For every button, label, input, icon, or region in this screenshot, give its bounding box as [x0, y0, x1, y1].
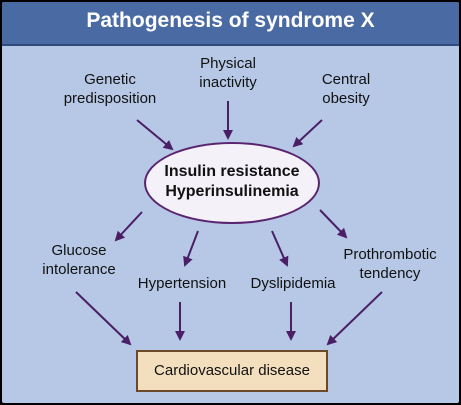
effect-hypertension-line1: Hypertension — [137, 275, 227, 292]
cause-genetic-predisposition: Genetic predisposition — [45, 70, 175, 108]
center-line1: Insulin resistance — [164, 163, 300, 180]
effect-dyslipidemia: Dyslipidemia — [238, 274, 348, 293]
cause-genetic-line1: Genetic — [84, 71, 136, 88]
cause-physical-inactivity: Physical inactivity — [168, 54, 288, 92]
arrow-prothrombotic-to-outcome — [326, 291, 383, 346]
effect-prothrombotic-line2: tendency — [359, 265, 421, 282]
cause-obesity-line2: obesity — [322, 90, 370, 107]
arrow-center-to-prothrombotic — [319, 209, 348, 239]
title-bar: Pathogenesis of syndrome X — [2, 2, 459, 46]
effect-prothrombotic-line1: Prothrombotic — [343, 246, 437, 263]
center-line2: Hyperinsulinemia — [165, 183, 299, 200]
arrow-center-to-dyslipidemia — [271, 230, 289, 267]
cause-central-obesity: Central obesity — [286, 70, 406, 108]
arrow-center-to-glucose — [114, 211, 143, 242]
center-ellipse — [144, 142, 320, 224]
cause-physical-line1: Physical — [200, 55, 256, 72]
cause-obesity-line1: Central — [321, 71, 371, 88]
effect-glucose-intolerance: Glucose intolerance — [24, 241, 134, 279]
effect-dyslipidemia-line1: Dyslipidemia — [250, 275, 336, 292]
arrow-obesity-to-center — [292, 119, 323, 148]
cause-genetic-line2: predisposition — [63, 90, 157, 107]
outcome-box: Cardiovascular disease — [136, 350, 328, 392]
cause-physical-line2: inactivity — [199, 74, 257, 91]
arrow-center-to-hypertension — [183, 230, 199, 267]
effect-prothrombotic-tendency: Prothrombotic tendency — [330, 245, 450, 283]
effect-glucose-line1: Glucose — [51, 242, 107, 259]
effect-glucose-line2: intolerance — [42, 261, 116, 278]
diagram-title: Pathogenesis of syndrome X — [86, 9, 375, 32]
outcome-label: Cardiovascular disease — [154, 362, 310, 379]
effect-hypertension: Hypertension — [122, 274, 242, 293]
arrow-glucose-to-outcome — [75, 291, 132, 346]
arrow-genetic-to-center — [136, 119, 174, 151]
center-label: Insulin resistance Hyperinsulinemia — [144, 162, 320, 202]
